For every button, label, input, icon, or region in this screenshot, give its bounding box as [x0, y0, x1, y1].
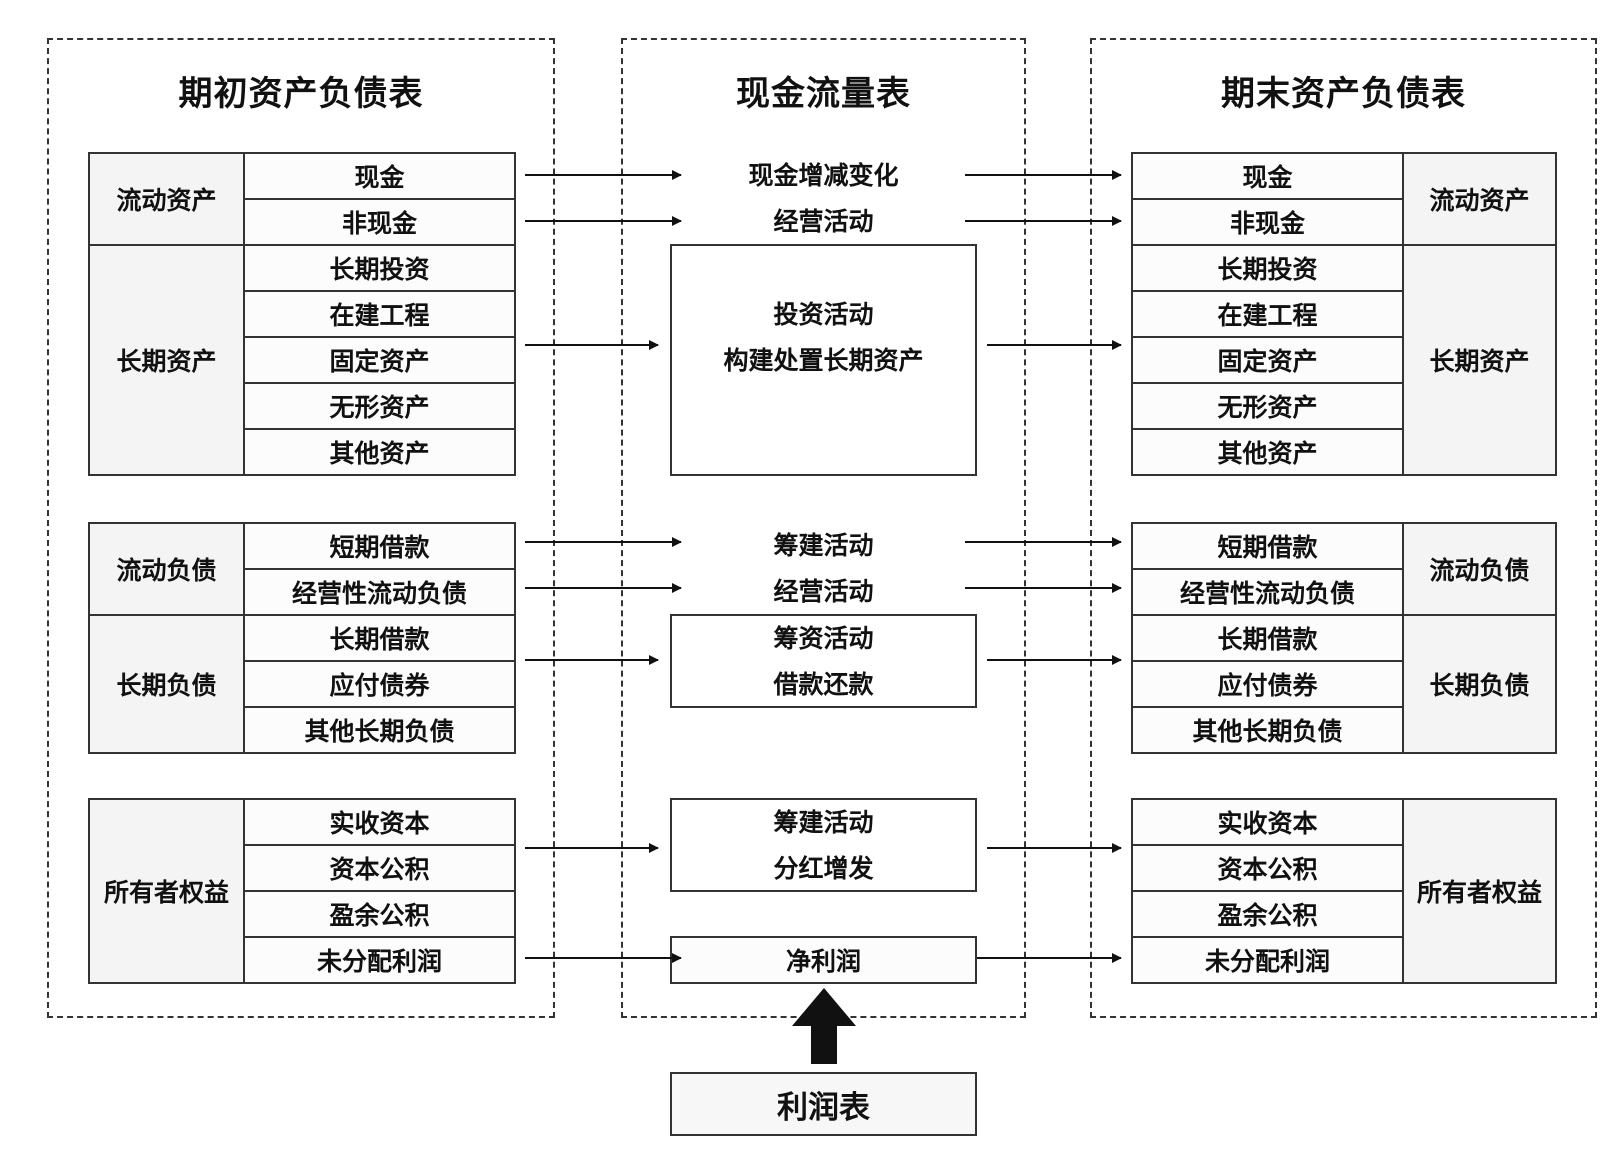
left-item-paid-in-capital: 实收资本 [243, 798, 516, 846]
left-item-other-long-term-liabilities: 其他长期负债 [243, 706, 516, 754]
right-category-long-term-assets: 长期资产 [1402, 244, 1557, 476]
right-category-owners-equity: 所有者权益 [1402, 798, 1557, 984]
left-category-current-liabilities: 流动负债 [88, 522, 245, 616]
left-item-fixed-assets: 固定资产 [243, 336, 516, 384]
right-item-long-term-loans: 长期借款 [1131, 614, 1404, 662]
left-item-undistributed-profit: 未分配利润 [243, 936, 516, 984]
right-item-fixed-assets: 固定资产 [1131, 336, 1404, 384]
opening-balance-sheet-panel [47, 38, 555, 1018]
loans-repayment-label: 借款还款 [773, 670, 874, 699]
right-category-long-term-liabilities: 长期负债 [1402, 614, 1557, 754]
left-category-long-term-assets: 长期资产 [88, 244, 245, 476]
investing-activities-label: 投资活动 [773, 300, 874, 329]
income-to-net-profit-arrow [792, 988, 856, 1064]
financing-dividends-box: 筹建活动 分红增发 [670, 798, 977, 892]
closing-balance-sheet-title: 期末资产负债表 [1221, 74, 1466, 114]
net-profit-box: 净利润 [670, 936, 977, 984]
long-term-assets-construction-disposal-label: 构建处置长期资产 [723, 346, 924, 375]
right-item-other-assets: 其他资产 [1131, 428, 1404, 476]
right-item-short-term-loans: 短期借款 [1131, 522, 1404, 570]
left-item-non-cash: 非现金 [243, 198, 516, 246]
financing-activities-label-3: 筹建活动 [773, 808, 874, 837]
operating-activities-label-1: 经营活动 [773, 207, 874, 236]
right-item-undistributed-profit: 未分配利润 [1131, 936, 1404, 984]
right-item-operating-current-liabilities: 经营性流动负债 [1131, 568, 1404, 616]
left-category-current-assets: 流动资产 [88, 152, 245, 246]
cash-change-label: 现金增减变化 [748, 161, 899, 190]
opening-balance-sheet-title: 期初资产负债表 [178, 74, 424, 114]
investing-activities-box: 投资活动 构建处置长期资产 [670, 244, 977, 476]
left-item-surplus-reserve: 盈余公积 [243, 890, 516, 938]
left-item-long-term-investment: 长期投资 [243, 244, 516, 292]
closing-balance-sheet-panel [1090, 38, 1597, 1018]
left-item-short-term-loans: 短期借款 [243, 522, 516, 570]
financing-activities-label-1: 筹建活动 [773, 531, 874, 560]
income-statement-box: 利润表 [670, 1072, 977, 1136]
right-item-paid-in-capital: 实收资本 [1131, 798, 1404, 846]
right-item-bonds-payable: 应付债券 [1131, 660, 1404, 708]
left-item-capital-reserve: 资本公积 [243, 844, 516, 892]
operating-activities-label-2: 经营活动 [773, 577, 874, 606]
cash-flow-statement-title: 现金流量表 [736, 74, 911, 114]
financing-loans-box: 筹资活动 借款还款 [670, 614, 977, 708]
dividends-share-issuance-label: 分红增发 [773, 854, 874, 883]
right-item-other-long-term-liabilities: 其他长期负债 [1131, 706, 1404, 754]
financing-activities-label-2: 筹资活动 [773, 624, 874, 653]
right-item-cash: 现金 [1131, 152, 1404, 200]
left-item-other-assets: 其他资产 [243, 428, 516, 476]
